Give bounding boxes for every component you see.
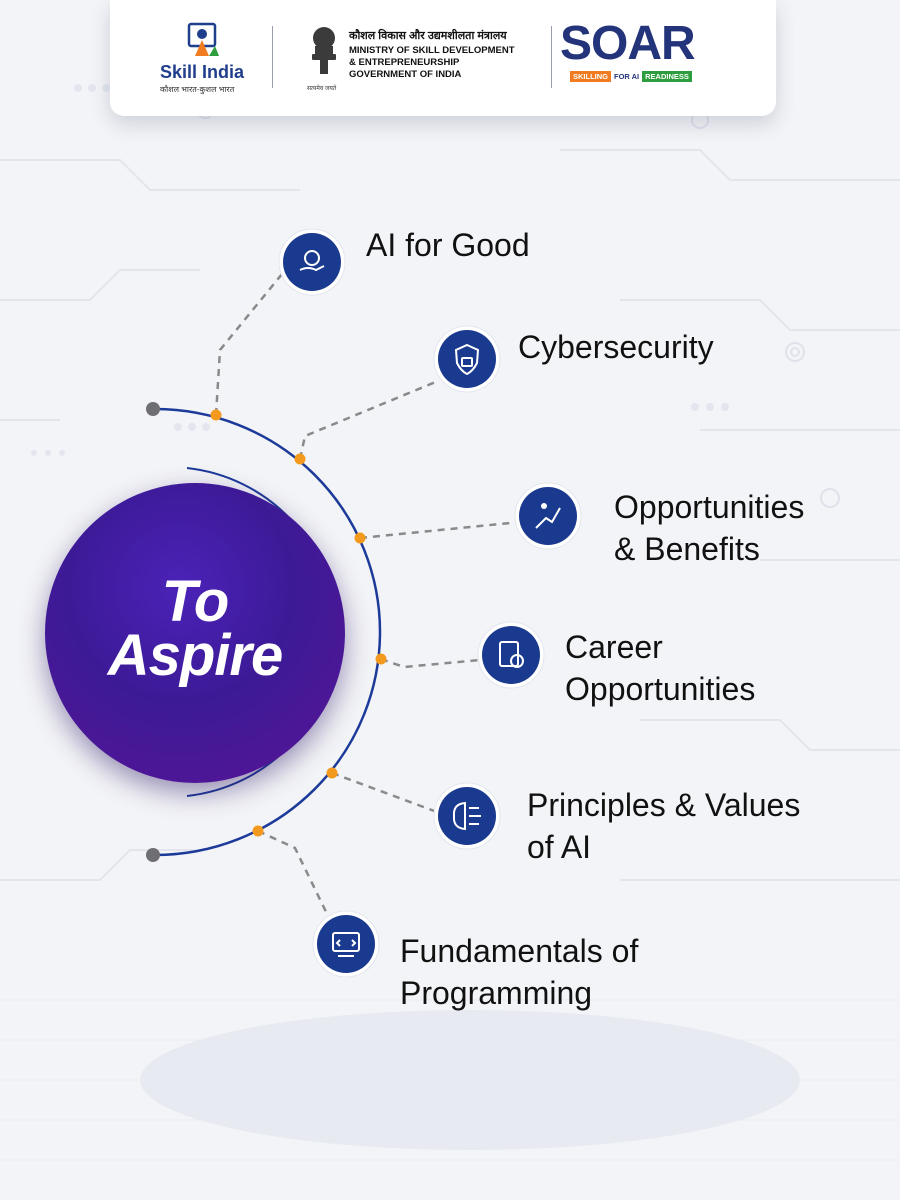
- brain-circuit-icon: [452, 801, 481, 831]
- hand-brain-icon: [299, 250, 325, 272]
- ministry-hindi: कौशल विकास और उद्यमशीलता मंत्रालय: [349, 30, 507, 42]
- topic-label-principles-values: Principles & Values of AI: [527, 787, 801, 865]
- to-aspire-circle: [45, 483, 345, 783]
- ministry-line-3: GOVERNMENT OF INDIA: [349, 69, 462, 80]
- icon-badge: [482, 626, 540, 684]
- arc-node-dot: [354, 532, 366, 544]
- soar-tag-part: SKILLING: [570, 71, 611, 82]
- national-emblem-icon: [312, 27, 336, 74]
- ministry-line-2: & ENTREPRENEURSHIP: [349, 57, 460, 68]
- soar-tag-part: READINESS: [642, 71, 692, 82]
- arc-node-dot: [210, 409, 222, 421]
- header-divider: [272, 26, 273, 88]
- center-title-line-1: To: [161, 569, 230, 634]
- topic-label-career-opportunities: Career Opportunities: [565, 629, 756, 707]
- topic-label-fundamentals-programming: Fundamentals of Programming: [400, 933, 639, 1011]
- topic-label-opportunities-benefits: Opportunities & Benefits: [614, 489, 805, 567]
- header-card: [110, 0, 776, 116]
- skill-india-tagline: कौशल भारत-कुशल भारत: [160, 85, 235, 94]
- skill-india-logo-icon: [187, 22, 219, 56]
- ministry-line-1: MINISTRY OF SKILL DEVELOPMENT: [349, 45, 515, 56]
- soar-tagline: SKILLING FOR AI READINESS: [570, 71, 692, 82]
- topic-label-cybersecurity: Cybersecurity: [518, 329, 714, 365]
- arc-end-dot: [146, 848, 160, 862]
- connector-line: [298, 379, 439, 460]
- icon-badge: [519, 487, 577, 545]
- connector-line: [359, 520, 521, 540]
- arc-node-dot: [294, 453, 306, 465]
- icon-badge: [283, 233, 341, 291]
- code-window-icon: [332, 932, 360, 957]
- clipboard-target-icon: [499, 641, 524, 668]
- soar-logo-text: SOAR: [560, 17, 696, 70]
- connector-line: [257, 829, 332, 921]
- connector-line: [380, 657, 481, 669]
- topic-label-ai-for-good: AI for Good: [366, 227, 530, 263]
- arc-end-dot: [146, 402, 160, 416]
- shield-lock-icon: [454, 343, 480, 376]
- icon-badge: [317, 915, 375, 973]
- connector-line: [214, 273, 283, 416]
- header-divider: [551, 26, 552, 88]
- arc-node-dot: [326, 767, 338, 779]
- center-title-line-2: Aspire: [107, 623, 284, 688]
- arc-node-dot: [375, 653, 387, 665]
- connector-line: [331, 771, 438, 814]
- skill-india-name: Skill India: [160, 62, 245, 82]
- emblem-caption: सत्यमेव जयते: [307, 86, 337, 92]
- arc-node-dot: [252, 825, 264, 837]
- runner-growth-icon: [535, 503, 561, 529]
- icon-badge: [438, 787, 496, 845]
- soar-tag-part: FOR AI: [611, 71, 643, 82]
